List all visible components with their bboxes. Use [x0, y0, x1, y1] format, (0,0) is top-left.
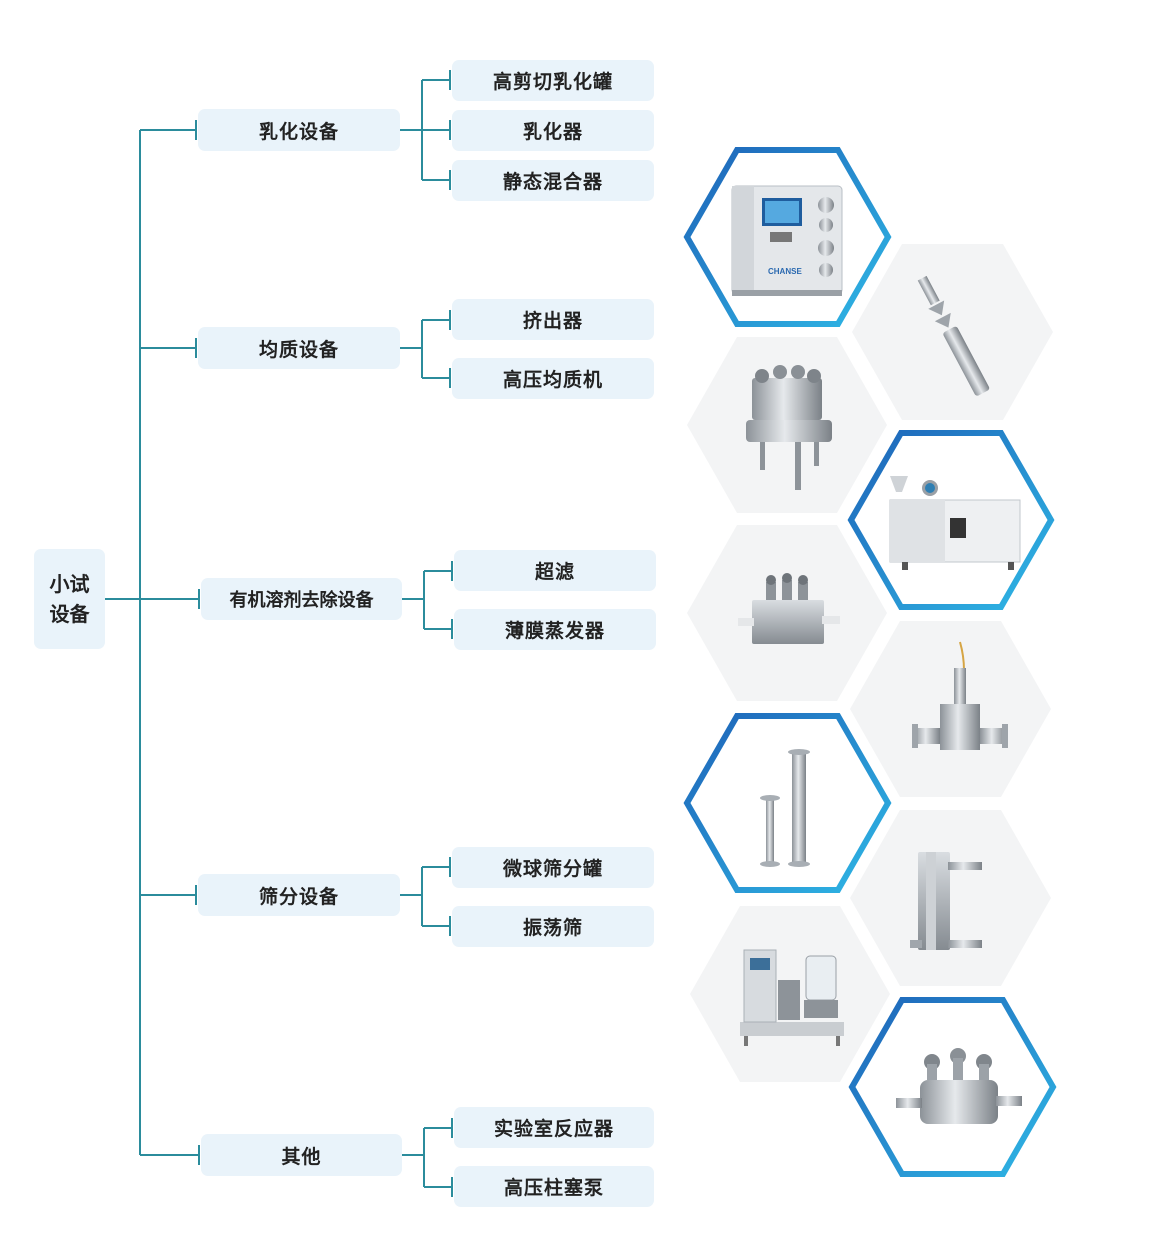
- root-label-line1: 小试: [49, 572, 90, 596]
- item-extruder: 挤出器: [452, 299, 654, 340]
- item-microsphere-sieving-tank: 微球筛分罐: [452, 847, 654, 888]
- item-thin-film-evaporator: 薄膜蒸发器: [454, 609, 656, 650]
- root-label-line2: 设备: [49, 602, 90, 626]
- product-image-ultrafiltration-block: [738, 573, 840, 644]
- product-image-compact-valve: [896, 1048, 1022, 1124]
- product-image-sieve-clamp: [910, 852, 982, 950]
- category-emulsification: 乳化设备: [198, 109, 400, 151]
- category-other: 其他: [201, 1134, 402, 1176]
- product-image-mixer-rod: [917, 275, 990, 396]
- hex-tile-highlight: [683, 713, 892, 893]
- product-image-valve-block: [746, 365, 832, 490]
- item-vibrating-sieve: 振荡筛: [452, 906, 654, 947]
- product-image-sieving-columns: [760, 749, 810, 867]
- hex-tile: [850, 810, 1051, 986]
- item-high-pressure-plunger-pump: 高压柱塞泵: [454, 1166, 654, 1207]
- product-image-inline-mixer: [912, 641, 1008, 750]
- item-ultrafiltration: 超滤: [454, 550, 656, 591]
- product-image-cabinet-homogenizer: CHANSE: [731, 185, 843, 296]
- product-image-benchtop-homogenizer: [889, 476, 1021, 570]
- product-image-lab-reactor: [740, 949, 844, 1046]
- category-homogenization: 均质设备: [198, 327, 400, 369]
- item-lab-reactor: 实验室反应器: [454, 1107, 654, 1148]
- item-emulsifier: 乳化器: [452, 110, 654, 151]
- category-solvent-removal: 有机溶剂去除设备: [201, 578, 402, 620]
- root-node: 小试 设备: [34, 549, 105, 649]
- brand-text: CHANSE: [768, 267, 802, 276]
- item-high-pressure-homogenizer: 高压均质机: [452, 358, 654, 399]
- category-sieving: 筛分设备: [198, 874, 400, 916]
- item-high-shear-emulsification-tank: 高剪切乳化罐: [452, 60, 654, 101]
- item-static-mixer: 静态混合器: [452, 160, 654, 201]
